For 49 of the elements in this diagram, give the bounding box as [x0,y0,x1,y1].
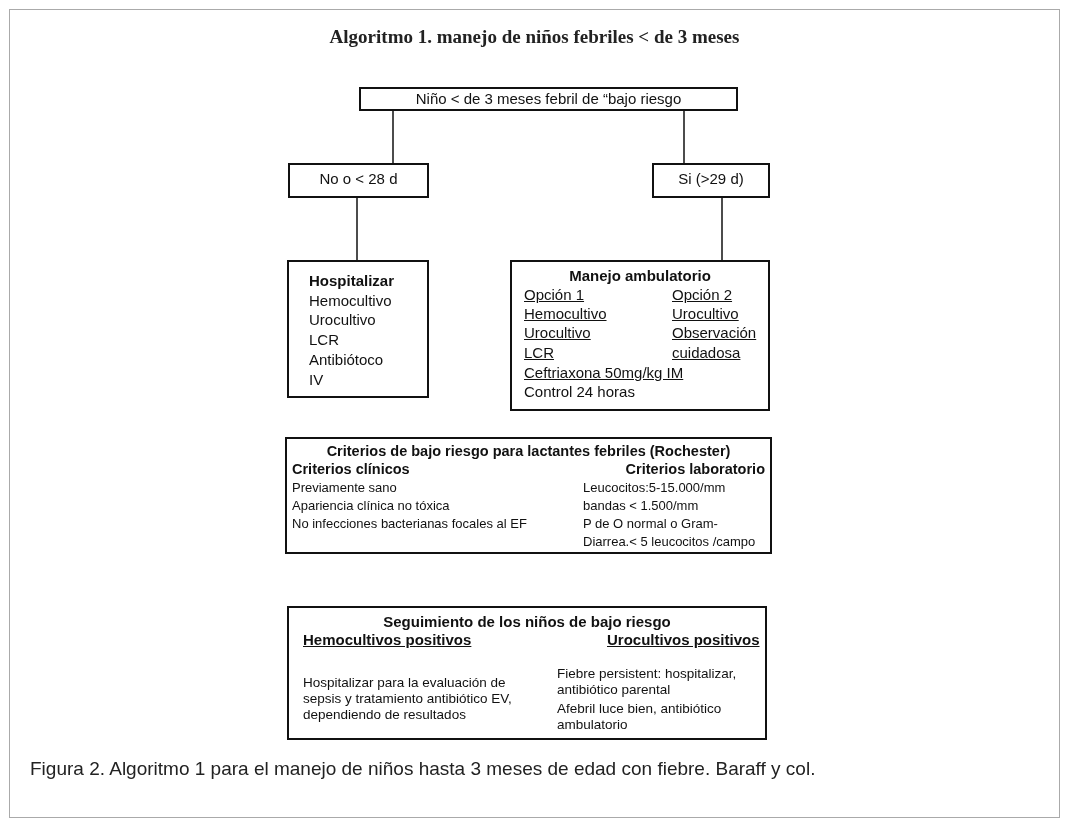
column-heading: Hemocultivos positivos [303,631,473,649]
process-box [359,87,738,111]
follow-up-text: Afebril luce bien, antibiótico ambulatorio [557,700,723,734]
box-text: Niño < de 3 meses febril de “bajo riesgo [414,90,683,108]
column-heading: Urocultivos positivos [607,631,761,649]
criteria-box [285,437,772,554]
criteria-item: Apariencia clínica no tóxica [292,498,451,514]
list-item: Observación [672,324,758,342]
connector-line [392,110,394,164]
box-text: No o < 28 d [318,170,399,188]
list-item: Hemocultivo [524,305,608,323]
list-item: Control 24 horas [524,383,636,401]
column-heading: Criterios laboratorio [624,461,765,479]
decision-box [652,163,770,198]
criteria-item: Previamente sano [292,480,398,496]
box-text: Si (>29 d) [677,170,745,188]
list-item: Antibiótoco [309,351,385,369]
list-item: Opción 2 [672,286,734,304]
figure-caption: Figura 2. Algoritmo 1 para el manejo de niños hasta 3 meses de edad con fiebre. Baraff y col. [30,758,816,780]
list-item: Urocultivo [672,305,740,323]
follow-up-text: Hospitalizar para la evaluación de sepsis y tratamiento antibiótico EV, dependiendo de resultados [303,674,513,724]
connector-line [356,197,358,261]
box-heading: Hospitalizar [309,272,396,290]
connector-line [721,197,723,261]
box-heading: Seguimiento de los niños de bajo riesgo [382,613,672,631]
decision-box [288,163,429,198]
follow-up-text: Fiebre persistent: hospitalizar, antibiótico parental [557,665,738,699]
criteria-item: Leucocitos:5-15.000/mm [583,480,727,496]
list-item: Opción 1 [524,286,586,304]
list-item: Hemocultivo [309,292,393,310]
connector-line [683,110,685,164]
list-item: Urocultivo [524,324,592,342]
column-heading: Criterios clínicos [292,461,411,479]
follow-up-box [287,606,767,740]
box-heading: Manejo ambulatorio [568,267,712,285]
process-box [287,260,429,398]
criteria-item: No infecciones bacterianas focales al EF [292,516,528,532]
list-item: LCR [309,331,340,349]
criteria-item: P de O normal o Gram- [583,516,719,532]
diagram-title: Algoritmo 1. manejo de niños febriles < de 3 meses [328,26,741,48]
criteria-item: bandas < 1.500/mm [583,498,700,514]
list-item: LCR [524,344,555,362]
box-heading: Criterios de bajo riesgo para lactantes febriles (Rochester) [325,443,732,461]
list-item: IV [309,371,325,389]
list-item: Urocultivo [309,311,377,329]
process-box [510,260,770,411]
criteria-item: Diarrea.< 5 leucocitos /campo [583,534,757,550]
list-item: cuidadosa [672,344,742,362]
list-item: Ceftriaxona 50mg/kg IM [524,364,685,382]
